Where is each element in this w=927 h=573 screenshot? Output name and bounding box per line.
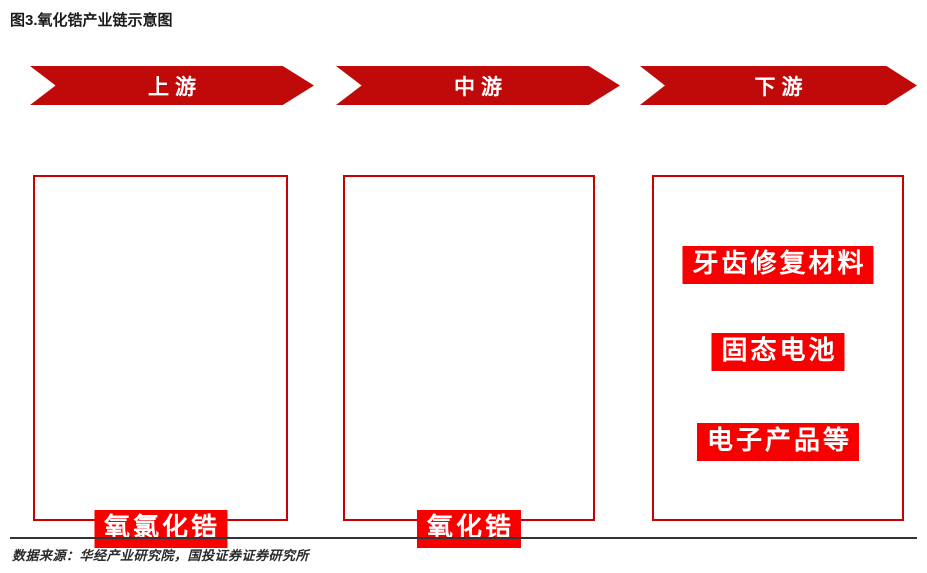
stage-box-midstream: 氧化锆 bbox=[343, 175, 595, 549]
product-tag-downstream-2: 固态电池 bbox=[711, 333, 845, 372]
stage-banner-upstream: 上游 bbox=[30, 66, 314, 105]
stage-box-downstream: 牙齿修复材料 固态电池 电子产品等 bbox=[652, 175, 904, 521]
stage-banner-label-downstream: 下游 bbox=[754, 74, 809, 99]
product-tag-downstream-1: 牙齿修复材料 bbox=[682, 246, 874, 285]
product-tag-upstream-1: 氧氯化锆 bbox=[93, 510, 228, 549]
stage-banner-label-midstream: 中游 bbox=[454, 74, 508, 99]
footer-divider bbox=[10, 537, 917, 539]
source-note: 数据来源：华经产业研究院，国投证券证券研究所 bbox=[12, 548, 310, 563]
page-title: 图3.氧化锆产业链示意图 bbox=[10, 12, 173, 29]
stage-banner-label-upstream: 上游 bbox=[148, 74, 202, 99]
product-tag-downstream-3: 电子产品等 bbox=[696, 423, 860, 462]
stage-banner-downstream: 下游 bbox=[640, 66, 917, 105]
stage-box-upstream: 氧氯化锆 bbox=[33, 175, 288, 549]
stage-banner-midstream: 中游 bbox=[336, 66, 620, 105]
product-tag-midstream-1: 氧化锆 bbox=[416, 510, 522, 549]
